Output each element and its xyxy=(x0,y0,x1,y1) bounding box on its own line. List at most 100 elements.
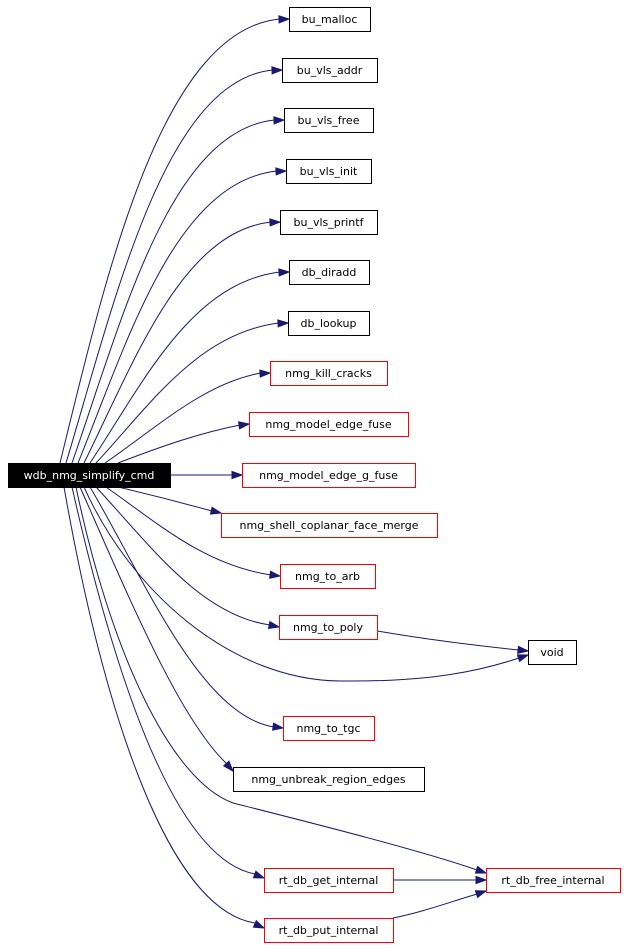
node-label: void xyxy=(540,646,563,659)
node-box xyxy=(249,412,409,437)
node-bu-vls-init[interactable]: bu_vls_init xyxy=(286,159,372,184)
node-nmg-unbreak-region-edges[interactable]: nmg_unbreak_region_edges xyxy=(233,767,425,792)
node-rt-db-put-internal[interactable]: rt_db_put_internal xyxy=(264,918,394,943)
edge-line xyxy=(376,630,520,651)
node-db-lookup[interactable]: db_lookup xyxy=(288,311,370,336)
arrowhead xyxy=(252,919,266,929)
node-label: rt_db_put_internal xyxy=(279,924,379,937)
edge-line xyxy=(104,372,262,464)
edge-line xyxy=(89,486,275,728)
node-label: nmg_to_poly xyxy=(293,621,363,634)
arrowhead xyxy=(238,421,251,430)
node-box xyxy=(283,716,375,741)
node-bu-vls-printf[interactable]: bu_vls_printf xyxy=(280,210,378,235)
arrowhead xyxy=(231,470,244,480)
arrowhead xyxy=(516,654,530,663)
node-label: nmg_model_edge_fuse xyxy=(265,418,391,431)
node-label: nmg_kill_cracks xyxy=(285,367,372,380)
node-rt-db-get-internal[interactable]: rt_db_get_internal xyxy=(264,868,394,893)
edge-line xyxy=(71,486,256,875)
edge-line xyxy=(65,69,274,464)
node-label: db_diradd xyxy=(302,266,357,279)
edge-root-to-void xyxy=(83,486,530,682)
node-bu-vls-addr[interactable]: bu_vls_addr xyxy=(282,58,378,83)
arrowhead xyxy=(278,268,291,277)
node-nmg-shell-coplanar-face-merge[interactable]: nmg_shell_coplanar_face_merge xyxy=(221,513,438,538)
node-box xyxy=(8,463,171,488)
node-box xyxy=(282,58,378,83)
node-nmg-to-arb[interactable]: nmg_to_arb xyxy=(280,564,376,589)
arrowhead xyxy=(267,620,281,630)
edge-nmg_to_poly-to-void xyxy=(376,630,530,655)
edge-root-to-bu_vls_addr xyxy=(65,66,284,464)
node-box xyxy=(242,463,416,488)
node-label: nmg_unbreak_region_edges xyxy=(251,773,406,786)
edge-root-to-nmg_to_arb xyxy=(105,486,282,579)
node-void[interactable]: void xyxy=(528,640,577,665)
edge-line xyxy=(105,486,272,576)
node-bu-vls-free[interactable]: bu_vls_free xyxy=(284,108,374,133)
node-root[interactable]: wdb_nmg_simplify_cmd xyxy=(8,463,171,488)
node-label: bu_vls_printf xyxy=(294,216,365,229)
node-box xyxy=(284,108,374,133)
edge-line xyxy=(63,486,256,924)
edge-rt_db_get_internal-to-rt_db_free_internal xyxy=(393,875,488,885)
edge-line xyxy=(79,486,228,765)
arrowhead xyxy=(252,870,266,879)
edge-line xyxy=(392,893,478,919)
edge-line xyxy=(83,486,520,682)
edge-root-to-nmg_unbreak_region_edges xyxy=(79,486,235,773)
arrowhead xyxy=(209,506,223,515)
node-nmg-model-edge-g-fuse[interactable]: nmg_model_edge_g_fuse xyxy=(242,463,416,488)
edge-line xyxy=(75,486,478,871)
edge-root-to-nmg_model_edge_g_fuse xyxy=(170,470,244,480)
edge-root-to-nmg_shell_coplanar_face_merge xyxy=(117,486,223,515)
node-box xyxy=(280,564,376,589)
edge-line xyxy=(71,119,276,464)
edge-line xyxy=(117,486,213,512)
edge-root-to-bu_malloc xyxy=(59,15,291,464)
arrowhead xyxy=(275,167,288,176)
arrowhead xyxy=(474,890,488,899)
edge-root-to-db_diradd xyxy=(89,268,291,464)
node-nmg-to-tgc[interactable]: nmg_to_tgc xyxy=(283,716,375,741)
node-box xyxy=(286,159,372,184)
edge-root-to-nmg_to_poly xyxy=(95,486,281,630)
edge-root-to-rt_db_put_internal xyxy=(63,486,266,929)
node-box xyxy=(279,615,378,640)
node-label: rt_db_get_internal xyxy=(279,874,379,887)
node-box xyxy=(264,918,394,943)
node-label: nmg_model_edge_g_fuse xyxy=(259,469,398,482)
node-box xyxy=(264,868,394,893)
edge-line xyxy=(77,170,278,464)
edge-line xyxy=(95,486,271,626)
node-bu-malloc[interactable]: bu_malloc xyxy=(289,7,371,32)
edge-root-to-nmg_model_edge_fuse xyxy=(117,421,251,464)
edge-root-to-bu_vls_printf xyxy=(83,218,282,464)
arrowhead xyxy=(474,865,488,874)
node-rt-db-free-internal[interactable]: rt_db_free_internal xyxy=(486,868,621,893)
node-label: rt_db_free_internal xyxy=(501,874,604,887)
edge-rt_db_put_internal-to-rt_db_free_internal xyxy=(392,890,488,919)
edge-root-to-rt_db_get_internal xyxy=(71,486,266,879)
node-box xyxy=(233,767,425,792)
arrowhead xyxy=(517,645,530,655)
node-label: wdb_nmg_simplify_cmd xyxy=(24,469,155,482)
edge-line xyxy=(83,221,272,464)
arrowhead xyxy=(273,116,286,125)
edge-root-to-rt_db_free_internal xyxy=(75,486,488,874)
node-nmg-kill-cracks[interactable]: nmg_kill_cracks xyxy=(270,361,388,386)
node-box xyxy=(280,210,378,235)
edge-root-to-bu_vls_free xyxy=(71,116,286,464)
arrowhead xyxy=(272,722,285,731)
node-box xyxy=(221,513,438,538)
node-box xyxy=(288,311,370,336)
node-label: nmg_to_arb xyxy=(295,570,360,583)
edge-line xyxy=(89,271,281,464)
node-db-diradd[interactable]: db_diradd xyxy=(289,260,370,285)
node-box xyxy=(528,640,577,665)
node-nmg-model-edge-fuse[interactable]: nmg_model_edge_fuse xyxy=(249,412,409,437)
node-nmg-to-poly[interactable]: nmg_to_poly xyxy=(279,615,378,640)
edge-root-to-bu_vls_init xyxy=(77,167,288,464)
